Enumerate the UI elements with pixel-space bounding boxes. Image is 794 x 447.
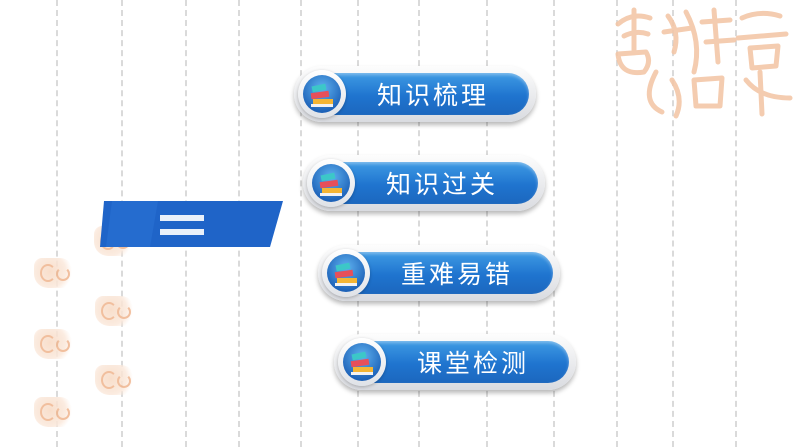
- menu-button-pill: [354, 341, 569, 383]
- books-icon: [338, 338, 386, 386]
- grid-line: [418, 0, 420, 447]
- grid-line: [735, 0, 737, 447]
- menu-button-knowledge-check[interactable]: 知识过关: [303, 155, 545, 211]
- seal-stamp: [95, 296, 135, 326]
- seal-stamp: [95, 365, 135, 395]
- menu-button-label: 知识梳理: [376, 81, 489, 110]
- books-icon: [298, 70, 346, 118]
- calligraphy-logo: [615, 7, 793, 119]
- menu-button-pill: [323, 162, 538, 204]
- title-banner: [100, 201, 283, 247]
- menu-button-key-difficulties[interactable]: 重难易错: [318, 245, 560, 301]
- books-icon: [322, 249, 370, 297]
- menu-button-pill: [314, 73, 529, 115]
- menu-button-label: 知识过关: [385, 170, 498, 199]
- grid-line: [300, 0, 302, 447]
- menu-button-class-test[interactable]: 课堂检测: [334, 334, 576, 390]
- grid-line: [672, 0, 674, 447]
- menu-button-knowledge-review[interactable]: 知识梳理: [294, 66, 536, 122]
- seal-stamp: [34, 329, 74, 359]
- menu-button-label: 课堂检测: [416, 349, 529, 378]
- books-icon: [307, 159, 355, 207]
- grid-line: [616, 0, 618, 447]
- seal-stamp: [34, 258, 74, 288]
- seal-stamp: [34, 397, 74, 427]
- grid-line: [553, 0, 555, 447]
- menu-button-pill: [338, 252, 553, 294]
- grid-line: [56, 0, 58, 447]
- grid-line: [357, 0, 359, 447]
- menu-button-label: 重难易错: [400, 260, 513, 289]
- grid-line: [486, 0, 488, 447]
